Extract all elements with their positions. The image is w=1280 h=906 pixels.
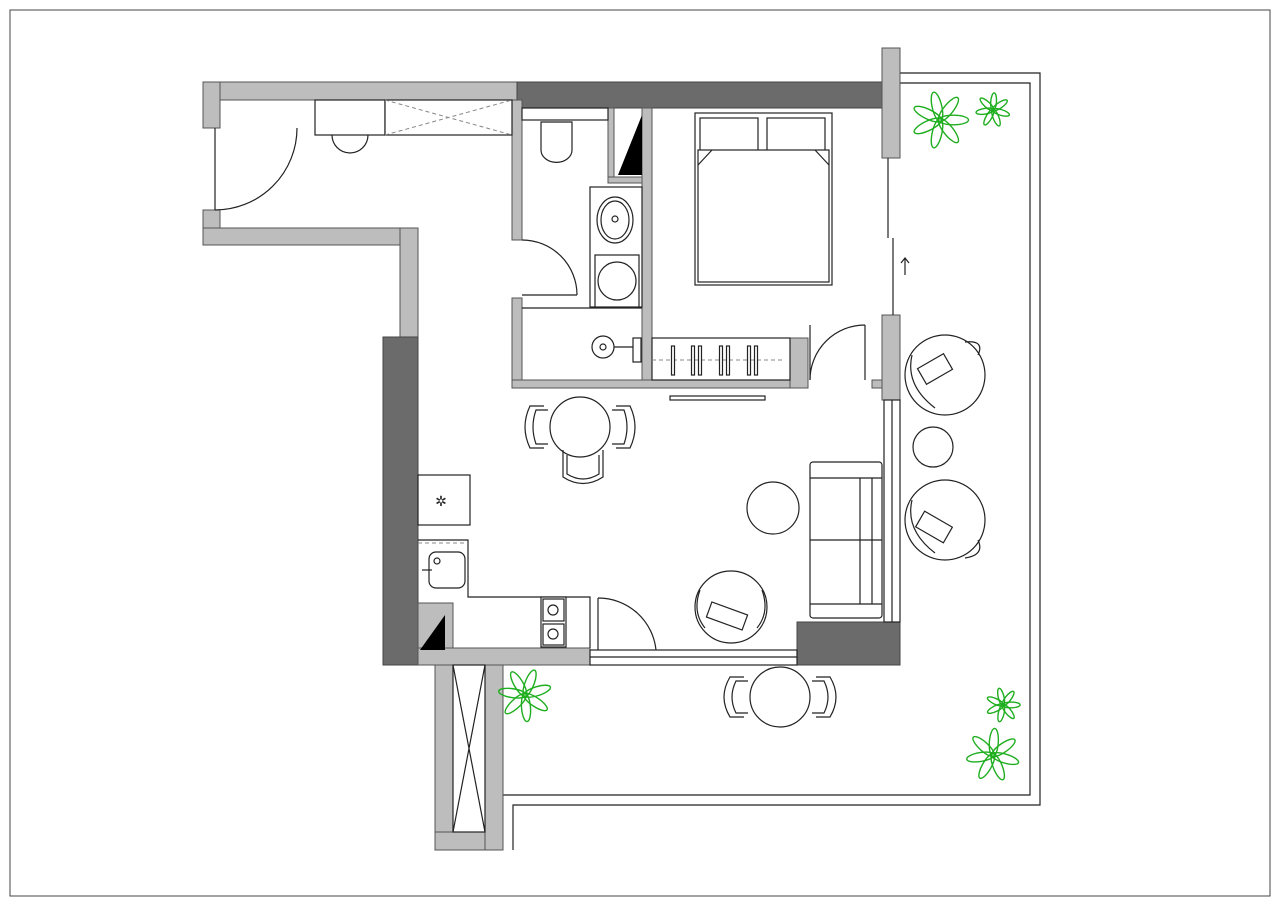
terrace-side-table (912, 426, 954, 468)
hanger (725, 345, 731, 376)
kitchen-counter (418, 539, 591, 648)
hanger (718, 345, 724, 376)
window-bottom (589, 649, 798, 666)
plant-icon (497, 669, 552, 723)
wardrobe-icon (651, 337, 791, 381)
sliding-door[interactable] (887, 158, 894, 315)
cooktop-icon (540, 596, 567, 648)
coffee-table-icon (746, 481, 800, 535)
shower-icon (591, 335, 642, 363)
toilet-icon (521, 107, 609, 163)
plant-icon (975, 92, 1011, 127)
kitchen-sink-icon (422, 551, 466, 589)
shaft (618, 115, 642, 175)
terrace-armchair-icon (904, 334, 986, 416)
plant-leaf (1001, 701, 1021, 709)
door-balcony[interactable] (597, 597, 657, 651)
plant-icon (966, 727, 1020, 781)
window-right (883, 399, 901, 623)
sofa-icon (809, 461, 883, 619)
terrace (503, 72, 1041, 850)
hanger (690, 345, 696, 376)
plant-icon (986, 687, 1021, 723)
terrace-armchair-icon (904, 479, 986, 561)
entry-cabinet (314, 99, 386, 136)
armchair-icon (694, 570, 768, 644)
plant-leaf (990, 752, 1020, 766)
plant-leaf (937, 96, 960, 123)
entry-lamp (331, 134, 369, 154)
sliding-door-arrow-icon (900, 257, 910, 275)
tv-icon (669, 395, 766, 401)
hanger (753, 345, 759, 376)
door-bedroom[interactable] (809, 324, 866, 381)
hanger (697, 345, 703, 376)
double-bed-icon (694, 112, 833, 286)
dining-table-icon (524, 396, 636, 485)
plant-leaf (522, 684, 552, 698)
door-bathroom[interactable] (521, 239, 578, 296)
entry-wardrobe (384, 99, 513, 136)
washing-machine-icon (594, 254, 640, 308)
plant-leaf (991, 99, 1008, 112)
plant-icon (913, 91, 970, 149)
svg-text:✲: ✲ (435, 494, 447, 510)
hanger (670, 345, 676, 376)
kitchen-shaft (420, 615, 445, 650)
structural-block (796, 621, 901, 666)
fridge-icon: ✲ (417, 474, 471, 526)
hanger (746, 345, 752, 376)
walls (202, 47, 901, 851)
balcony-storage (452, 664, 486, 833)
structural-wall-top (516, 81, 901, 109)
entry-door-icon[interactable] (214, 127, 298, 211)
outdoor-table-icon (723, 666, 837, 728)
structural-wall-left (382, 336, 419, 666)
